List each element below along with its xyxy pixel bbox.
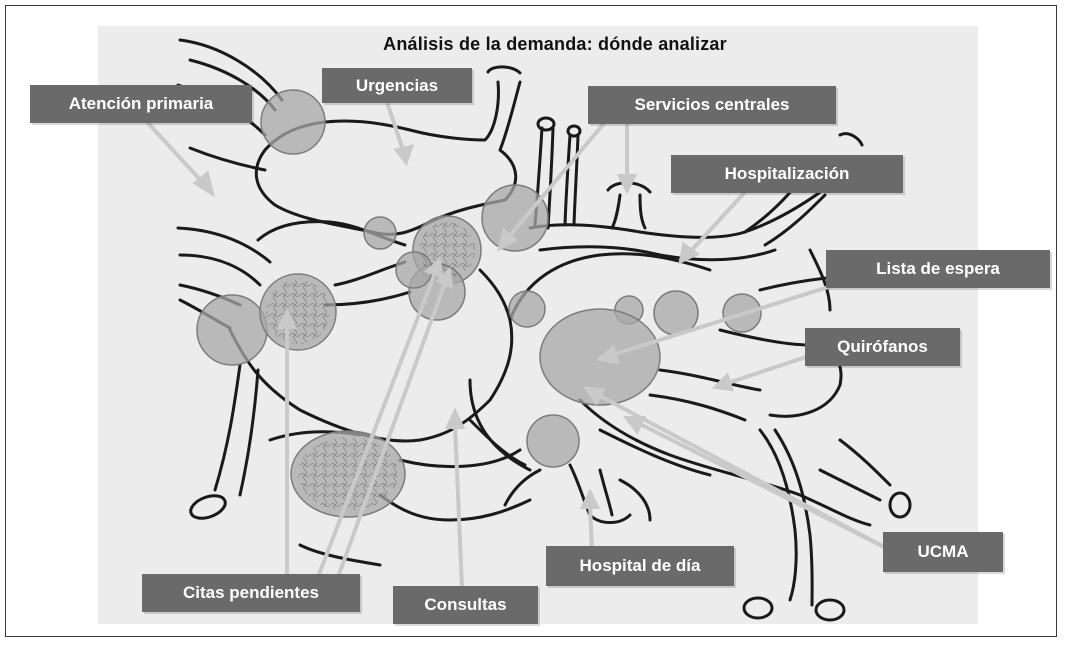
bubble-urgencias-small — [363, 216, 397, 250]
label-atencion-primaria: Atención primaria — [30, 85, 252, 123]
bubble-left-large — [196, 294, 268, 366]
label-ucma: UCMA — [883, 532, 1003, 572]
pointer-arrows — [146, 103, 892, 590]
bubble-atencion-primaria — [260, 89, 326, 155]
label-citas-pendientes: Citas pendientes — [142, 574, 360, 612]
diagram-title: Análisis de la demanda: dónde analizar — [383, 34, 727, 54]
bubble-mid-small — [508, 290, 546, 328]
label-hospitalizacion: Hospitalización — [671, 155, 903, 193]
label-urgencias: Urgencias — [322, 68, 472, 103]
label-servicios-centrales: Servicios centrales — [588, 86, 836, 124]
bubble-servicios-centrales — [481, 184, 549, 252]
label-consultas: Consultas — [393, 586, 538, 624]
label-lista-espera: Lista de espera — [826, 250, 1050, 288]
neuron-network-drawing — [176, 38, 912, 622]
label-hospital-dia: Hospital de día — [546, 546, 734, 586]
bubble-hospital-dia — [526, 414, 580, 468]
label-quirofanos: Quirófanos — [805, 328, 960, 366]
